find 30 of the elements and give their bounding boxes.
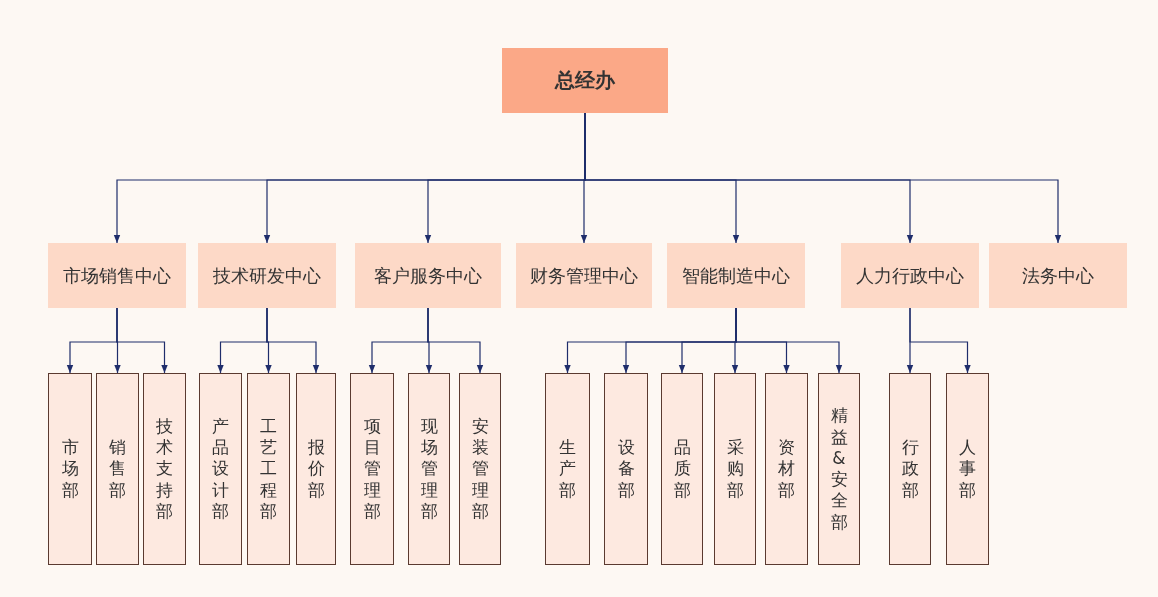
department-box: 销售部 bbox=[96, 373, 139, 565]
department-box: 设备部 bbox=[604, 373, 648, 565]
department-box: 报价部 bbox=[296, 373, 336, 565]
arrow bbox=[427, 307, 484, 374]
department-box: 资材部 bbox=[765, 373, 808, 565]
department-box: 人事部 bbox=[946, 373, 989, 565]
department-box: 产品设计部 bbox=[199, 373, 242, 565]
arrow bbox=[116, 307, 168, 374]
arrow bbox=[735, 307, 843, 374]
center-box: 客户服务中心 bbox=[355, 243, 501, 308]
department-box: 精益&安全部 bbox=[818, 373, 860, 565]
center-box: 人力行政中心 bbox=[841, 243, 979, 308]
department-box: 技术支持部 bbox=[143, 373, 186, 565]
center-box: 技术研发中心 bbox=[198, 243, 336, 308]
center-box: 财务管理中心 bbox=[516, 243, 652, 308]
department-box: 品质部 bbox=[661, 373, 703, 565]
department-box: 项目管理部 bbox=[350, 373, 394, 565]
department-box: 工艺工程部 bbox=[247, 373, 290, 565]
department-box: 采购部 bbox=[714, 373, 756, 565]
department-box: 现场管理部 bbox=[408, 373, 450, 565]
department-box: 生产部 bbox=[545, 373, 590, 565]
center-box: 法务中心 bbox=[989, 243, 1127, 308]
department-box: 市场部 bbox=[48, 373, 92, 565]
head-office-box: 总经办 bbox=[502, 48, 668, 113]
center-box: 市场销售中心 bbox=[48, 243, 186, 308]
arrow bbox=[266, 307, 320, 374]
department-box: 行政部 bbox=[889, 373, 931, 565]
center-box: 智能制造中心 bbox=[667, 243, 805, 308]
department-box: 安装管理部 bbox=[459, 373, 501, 565]
arrow bbox=[909, 307, 971, 374]
